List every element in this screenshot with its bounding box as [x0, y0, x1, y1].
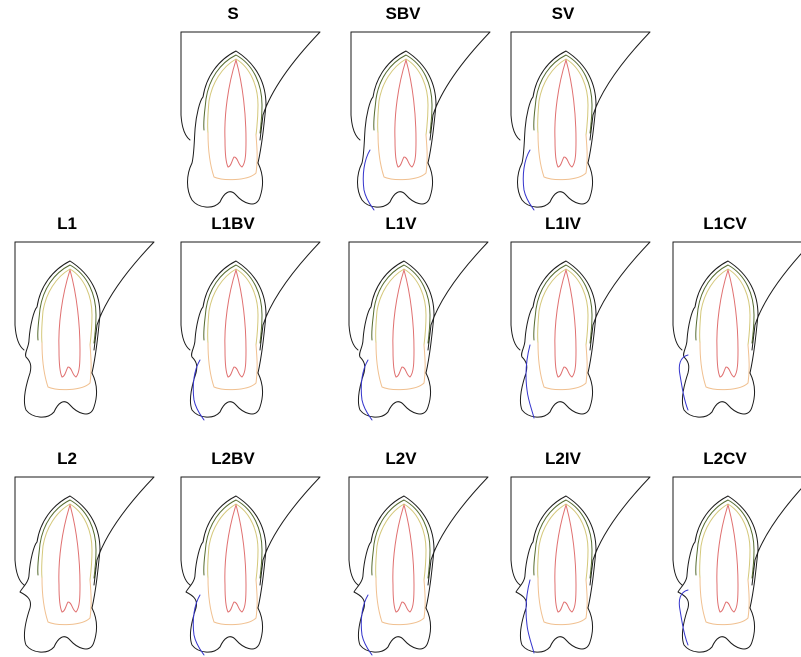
- periodontal-zone: [538, 343, 587, 390]
- defect-outline: [193, 360, 204, 420]
- bone-outline: [181, 477, 320, 585]
- periodontal-zone: [376, 343, 425, 390]
- bone-outline: [181, 32, 320, 140]
- panel-label: L2: [57, 449, 77, 468]
- tooth-outer-outline: [354, 496, 434, 652]
- panel-l1cv: L1CV: [673, 214, 801, 417]
- periodontal-zone: [378, 133, 427, 180]
- periodontal-zone: [700, 578, 749, 625]
- tooth-outer-outline: [678, 496, 758, 652]
- inner-root-canal: [225, 60, 246, 167]
- periodontal-zone: [208, 578, 257, 625]
- defect-outline: [679, 355, 688, 410]
- periodontal-zone: [42, 343, 91, 390]
- bone-outline: [511, 242, 650, 350]
- periodontal-zone: [376, 578, 425, 625]
- bone-left-wall: [181, 477, 190, 585]
- inner-root-canal: [395, 60, 416, 167]
- bone-left-wall: [673, 242, 682, 350]
- periodontal-zone: [700, 343, 749, 390]
- panel-l2: L2: [15, 449, 154, 652]
- panel-l2iv: L2IV: [511, 449, 650, 653]
- inner-root-canal: [393, 505, 414, 612]
- panel-label: L1: [57, 214, 77, 233]
- periodontal-zone: [42, 578, 91, 625]
- bone-left-wall: [349, 477, 358, 585]
- defect-outline: [361, 595, 372, 655]
- bone-outline: [349, 477, 488, 585]
- periodontal-zone: [208, 343, 257, 390]
- defect-outline: [363, 150, 374, 210]
- panel-l2cv: L2CV: [673, 449, 801, 652]
- bone-outline: [351, 32, 490, 140]
- bone-left-wall: [511, 32, 520, 140]
- bone-outline: [673, 477, 801, 585]
- bone-left-wall: [511, 242, 520, 350]
- inner-root-canal: [555, 60, 576, 167]
- periodontal-zone: [538, 578, 587, 625]
- bone-left-wall: [349, 242, 358, 350]
- panel-label: S: [227, 4, 238, 23]
- panel-label: L1V: [385, 214, 417, 233]
- bone-outline: [511, 477, 650, 585]
- panel-l2bv: L2BV: [181, 449, 320, 655]
- panel-l1iv: L1IV: [511, 214, 650, 418]
- defect-outline: [523, 150, 534, 210]
- panel-label: L1BV: [211, 214, 255, 233]
- bone-left-wall: [181, 242, 190, 350]
- panel-label: L1IV: [545, 214, 582, 233]
- inner-root-canal: [555, 505, 576, 612]
- panel-label: L2BV: [211, 449, 255, 468]
- inner-root-canal: [393, 270, 414, 377]
- bone-left-wall: [181, 32, 190, 140]
- panel-l1bv: L1BV: [181, 214, 320, 420]
- defect-outline: [526, 345, 534, 418]
- inner-root-canal: [59, 270, 80, 377]
- tooth-outer-outline: [20, 496, 100, 652]
- panel-label: SBV: [386, 4, 422, 23]
- bone-left-wall: [511, 477, 520, 585]
- panel-s: S: [181, 4, 320, 207]
- panel-l2v: L2V: [349, 449, 488, 655]
- tooth-outer-outline: [518, 51, 597, 207]
- panel-label: L2IV: [545, 449, 582, 468]
- defect-outline: [361, 360, 372, 420]
- tooth-outer-outline: [358, 51, 437, 207]
- panel-l1: L1: [15, 214, 154, 417]
- bone-outline: [511, 32, 650, 140]
- defect-outline: [193, 595, 204, 655]
- bone-outline: [349, 242, 488, 350]
- bone-left-wall: [673, 477, 682, 585]
- panel-label: L1CV: [703, 214, 747, 233]
- bone-outline: [15, 242, 154, 350]
- inner-root-canal: [59, 505, 80, 612]
- inner-root-canal: [717, 270, 738, 377]
- panel-sv: SV: [511, 4, 650, 210]
- bone-outline: [181, 242, 320, 350]
- panel-label: SV: [552, 4, 575, 23]
- panel-sbv: SBV: [351, 4, 490, 210]
- tooth-outer-outline: [186, 496, 266, 652]
- periodontal-zone: [538, 133, 587, 180]
- tooth-outer-outline: [188, 51, 267, 207]
- panel-l1v: L1V: [349, 214, 488, 420]
- panel-label: L2CV: [703, 449, 747, 468]
- inner-root-canal: [717, 505, 738, 612]
- defect-outline: [526, 580, 534, 653]
- inner-root-canal: [225, 505, 246, 612]
- inner-root-canal: [225, 270, 246, 377]
- panel-label: L2V: [385, 449, 417, 468]
- inner-root-canal: [555, 270, 576, 377]
- periodontal-zone: [208, 133, 257, 180]
- bone-left-wall: [351, 32, 360, 140]
- bone-outline: [15, 477, 154, 585]
- bone-left-wall: [15, 477, 24, 585]
- bone-left-wall: [15, 242, 24, 350]
- bone-outline: [673, 242, 801, 350]
